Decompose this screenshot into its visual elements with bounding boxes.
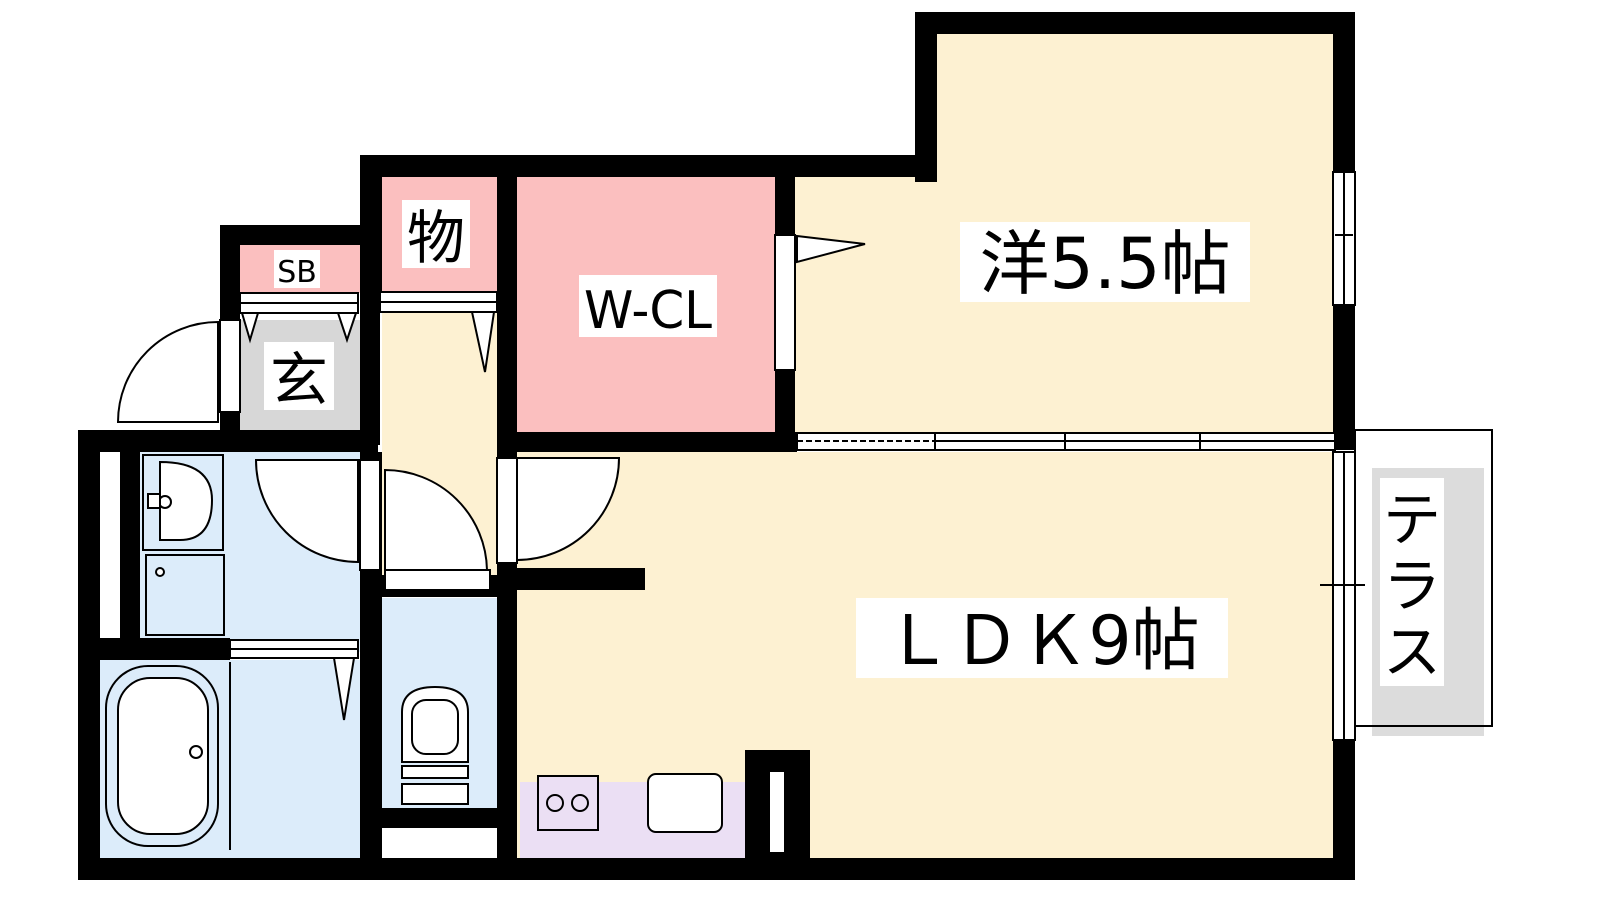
room-label-wcl: W-CL <box>584 281 712 341</box>
ldk-door <box>496 457 621 564</box>
washroom-door <box>254 459 381 571</box>
terrace-label-char: テ <box>1383 486 1441 554</box>
label-bg-ldk <box>856 598 1228 678</box>
door-jamb <box>359 459 381 571</box>
door-swing <box>516 457 621 562</box>
bathtub-inner <box>117 677 209 835</box>
toilet-door <box>384 468 491 591</box>
windows <box>1320 171 1365 741</box>
wall <box>1333 305 1355 450</box>
door-swing <box>254 459 359 564</box>
pan-drain <box>155 567 165 577</box>
washing-machine-pan <box>145 554 225 636</box>
wall <box>360 155 937 177</box>
kitchen-sink <box>647 773 723 833</box>
wall <box>497 575 517 870</box>
toilet-icon <box>401 685 469 805</box>
labels: 洋5.5帖 ＬＤＫ9帖 W-CL 物 SB 玄 テラス <box>264 200 1444 686</box>
folding-door-leaf <box>470 311 496 373</box>
wall <box>220 225 240 320</box>
room-label-ldk: ＬＤＫ9帖 <box>884 602 1199 681</box>
room-label-terrace: テラス <box>1383 486 1441 686</box>
wall <box>775 175 795 235</box>
terrace-outline <box>1354 429 1493 727</box>
door-swing <box>116 320 219 423</box>
door-jamb <box>219 319 241 413</box>
door-gap <box>386 830 496 848</box>
label-bg-wcl <box>579 275 717 337</box>
label-bg-terrace <box>1380 478 1444 686</box>
room-label-shoe-box: SB <box>277 255 317 290</box>
label-bg-entrance <box>264 342 334 410</box>
wall <box>120 452 140 642</box>
wall <box>1333 740 1355 880</box>
stove-icon <box>537 775 599 831</box>
door-jamb <box>774 234 796 371</box>
wall <box>517 432 797 452</box>
column-gap <box>770 772 784 852</box>
label-bg-western <box>960 222 1250 302</box>
washbasin-icon <box>142 454 224 551</box>
toilet-seat <box>411 699 459 755</box>
wall <box>78 858 1355 880</box>
wall <box>78 430 378 452</box>
toilet-tank <box>401 783 469 805</box>
toilet-base <box>401 765 469 779</box>
door-swing <box>384 468 489 571</box>
wall <box>360 300 380 445</box>
entrance-door <box>116 319 241 423</box>
washbasin-bowl <box>159 460 214 541</box>
wall <box>100 638 230 660</box>
wcl-door <box>774 234 866 371</box>
folding-door-leaf <box>796 234 866 264</box>
wall-gaps <box>104 455 784 852</box>
terrace <box>1354 429 1493 727</box>
bathroom-door <box>229 639 359 721</box>
sliding-partition <box>796 432 1336 451</box>
label-bg-storage <box>402 200 470 268</box>
washing-machine-pan-icon <box>145 554 225 636</box>
room-label-entrance: 玄 <box>270 346 328 414</box>
label-bg-sb <box>274 250 320 288</box>
terrace-label-char: ス <box>1383 618 1441 686</box>
wall <box>360 808 500 828</box>
bathtub-drain <box>189 745 203 759</box>
folding-door-leaf <box>240 312 260 344</box>
wall <box>220 225 380 245</box>
sink-icon <box>647 773 723 833</box>
faucet <box>147 493 161 509</box>
wall <box>915 12 1355 34</box>
folding-door-leaf <box>332 657 356 721</box>
wall <box>515 568 645 590</box>
western-room-fill-lower <box>795 172 935 442</box>
door-jamb <box>384 569 491 591</box>
burner-left <box>546 794 564 812</box>
wall <box>78 430 100 880</box>
wall <box>775 370 795 450</box>
window-gap <box>104 455 118 635</box>
bathtub-icon <box>105 662 231 850</box>
wall <box>1333 12 1355 172</box>
room-label-western: 洋5.5帖 <box>979 223 1230 305</box>
wall <box>915 12 937 182</box>
terrace-label-char: ラ <box>1383 552 1441 620</box>
storage-doors <box>239 291 498 373</box>
burner-right <box>571 794 589 812</box>
folding-door-leaf <box>336 312 358 344</box>
room-label-storage: 物 <box>407 204 465 272</box>
door-jamb <box>496 457 518 564</box>
